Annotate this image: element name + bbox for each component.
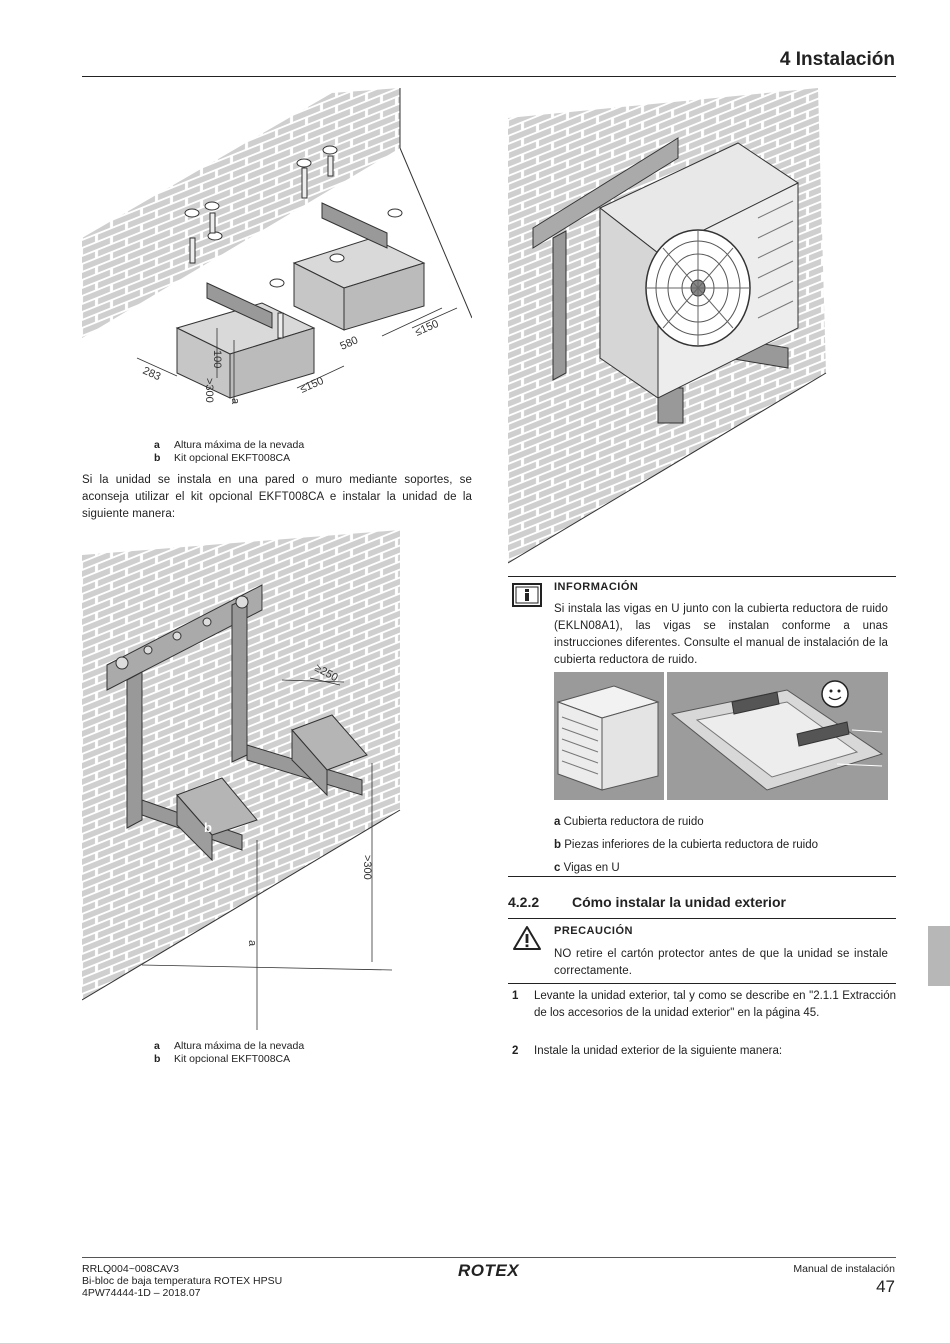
footer-left: RRLQ004~008CAV3 Bi-bloc de baja temperat… (82, 1263, 283, 1299)
photo-ubeams (667, 672, 888, 800)
intro-paragraph: Si la unidad se instala en una pared o m… (82, 474, 472, 520)
dim-580: 580 (338, 334, 360, 352)
rotex-logo: ROTEX (458, 1261, 520, 1280)
footer-rule (82, 1257, 896, 1258)
dim-300: >300 (361, 855, 373, 880)
info-rule-top (508, 576, 896, 577)
dim-a: a (246, 940, 258, 947)
info-title: INFORMACIÓN (554, 581, 639, 593)
figure-floor-installation: 283 580 ≤150 ≤150 100 >300 a (82, 88, 472, 418)
warning-icon (512, 925, 542, 951)
section-number: 4.2.2 (508, 894, 540, 910)
caution-title: PRECAUCIÓN (554, 925, 633, 937)
dim-300: >300 (203, 378, 215, 403)
caution-rule-bottom (508, 983, 896, 984)
section-title: Cómo instalar la unidad exterior (572, 894, 786, 910)
info-rule-bottom (508, 876, 896, 877)
caution-text: NO retire el cartón protector antes de q… (554, 948, 888, 977)
dim-150-a: ≤150 (298, 375, 325, 396)
page-number: 47 (876, 1277, 895, 1296)
photo-noise-cover (554, 672, 664, 800)
dim-150-b: ≤150 (413, 318, 440, 339)
label-b: b (204, 820, 212, 835)
smiley-icon (821, 680, 849, 708)
info-text: Si instala las vigas en U junto con la c… (554, 603, 888, 666)
header-rule (82, 76, 896, 77)
chapter-side-tab (928, 926, 950, 986)
dim-283: 283 (141, 365, 163, 383)
dim-a: a (229, 398, 241, 405)
caution-rule-top (508, 918, 896, 919)
footer-manual: Manual de instalación (793, 1263, 895, 1275)
step-2: 2 Instale la unidad exterior de la sigui… (512, 1045, 783, 1057)
step-1: 1 Levante la unidad exterior, tal y como… (512, 990, 896, 1019)
figure-wall-bracket: ≥250 >300 a b (82, 530, 472, 1035)
dim-100: 100 (211, 350, 223, 368)
info-icon (512, 583, 542, 607)
chapter-title: 4 Instalación (779, 49, 895, 70)
figure-mounted-unit (508, 88, 896, 566)
info-legend: a Cubierta reductora de ruido b Piezas i… (554, 816, 819, 874)
